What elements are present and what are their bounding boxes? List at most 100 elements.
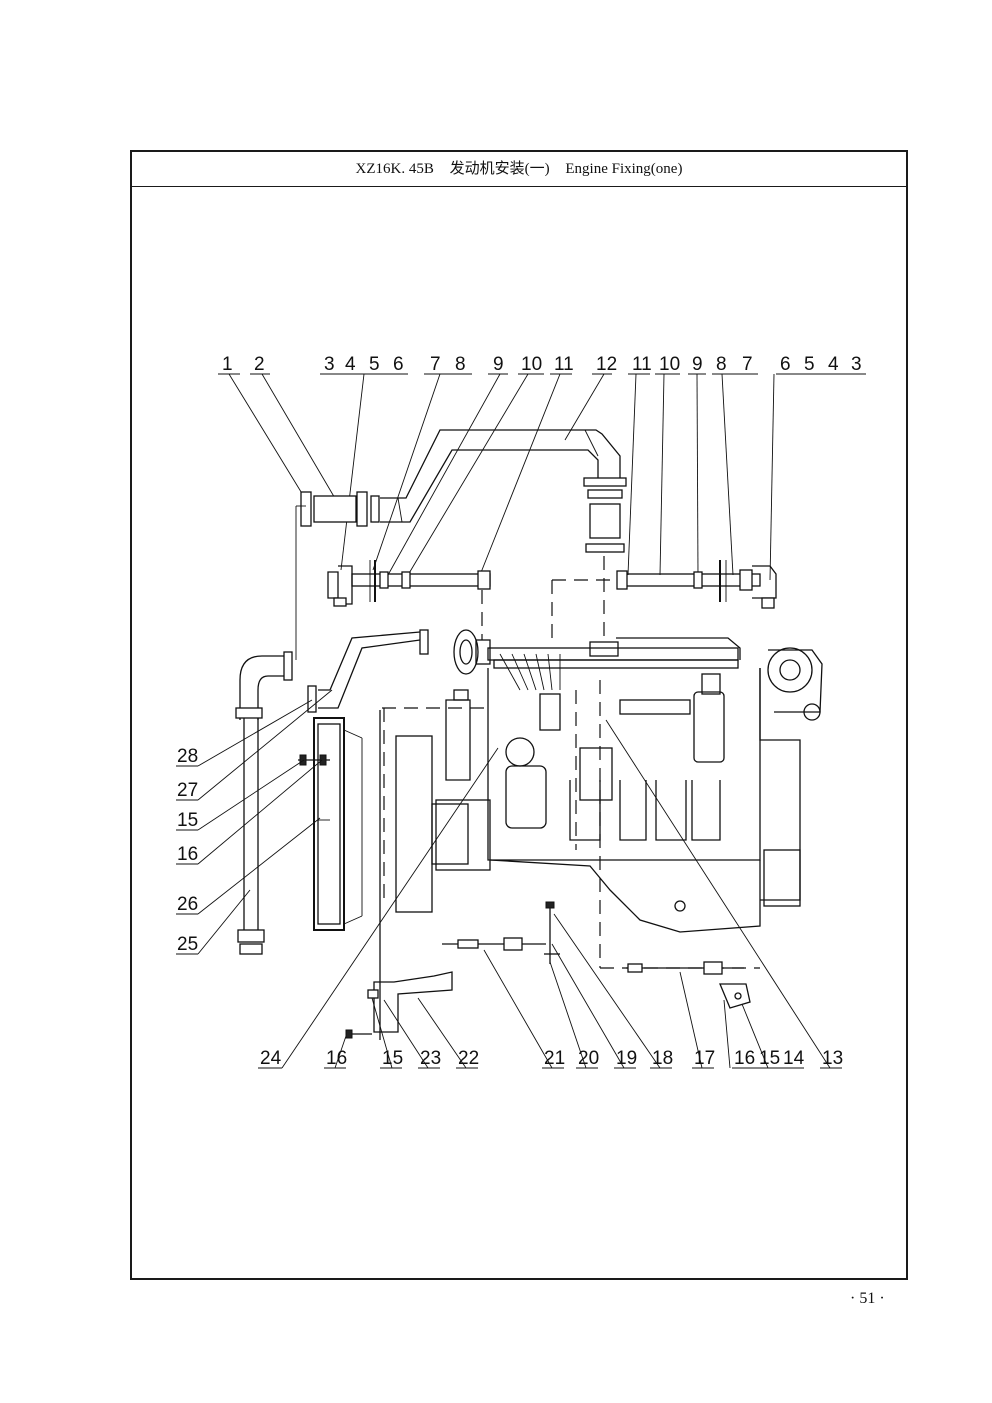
leader-line [741,1003,769,1069]
manifold [619,699,691,715]
leader-line [197,759,305,831]
rocker-cover [493,659,739,669]
coolant-pipe-upper [318,639,421,709]
top-callout-group: 1 2 3 4 5 6 7 8 9 10 11 12 11 10 9 8 7 6… [218,354,866,581]
front-pulley [453,629,479,675]
leader-line [553,913,661,1069]
oil-pipe-left [351,573,491,587]
callout-5: 5 [369,354,380,375]
leader-line [261,373,337,501]
water-pump [445,699,471,781]
drain-plug [674,900,686,912]
pipe-nut [693,571,703,589]
leader-line [197,689,333,801]
fuel-filter [579,747,613,801]
leader-line [723,999,731,1069]
leader-line [769,373,775,581]
callout-23: 23 [420,1048,441,1069]
block-rib [619,780,647,841]
cable-adjuster [503,937,523,951]
leader-line [383,999,429,1069]
callout-16-bottom: 16 [326,1048,347,1069]
pipe-nut [379,571,389,589]
elbow-nut [327,571,339,599]
leader-line [197,759,323,865]
turbocharger [767,647,813,693]
radiator-fan [298,708,469,931]
bolt-head [345,1029,353,1039]
filter-head [701,673,721,695]
callout-16-left: 16 [177,844,198,865]
radiator-core [313,717,345,931]
callout-17: 17 [694,1048,715,1069]
tube-seam [584,429,599,457]
coolant-pipes [235,505,490,955]
cable-end [457,939,479,949]
callout-11-right: 11 [632,354,652,375]
callout-11: 11 [554,354,574,375]
intake-pipe-assembly [300,429,777,640]
air-compressor-head [505,737,535,767]
shroud-edge [343,915,363,925]
clamp [419,629,429,655]
callout-27: 27 [177,780,198,801]
leader-line [197,817,321,915]
fuel-pump [539,693,561,731]
drawing-frame: XZ16K. 45B 发动机安装(一) Engine Fixing(one) [130,150,908,1280]
hose-vertical [589,503,621,539]
rod-end [545,901,555,909]
callout-6: 6 [393,354,404,375]
callout-28: 28 [177,746,198,767]
callout-12: 12 [596,354,617,375]
page-number: · 51 · [850,1290,885,1307]
cable-bracket [719,983,751,1009]
front-pulley-hub [459,639,473,665]
leader-line [696,373,699,576]
callout-9: 9 [493,354,504,375]
block-rib [569,780,601,841]
bolt-head [333,597,347,607]
callout-7-right: 7 [742,354,753,375]
clamp [283,651,293,681]
callout-3-right: 3 [851,354,862,375]
callout-8-right: 8 [716,354,727,375]
cable-end [627,963,643,973]
shroud-edge [343,729,363,739]
leader-line [679,971,703,1069]
leader-line [551,943,625,1069]
nut [319,754,327,766]
leader-line [564,373,605,441]
leader-line [483,949,553,1069]
clamp [235,707,263,719]
bolt-head [761,597,775,609]
leader-line [417,997,467,1069]
injector-line [523,653,537,691]
title-english: Engine Fixing(one) [565,161,683,177]
leader-line [197,699,313,767]
callout-16-right: 16 [734,1048,755,1069]
clamp-lower [585,543,625,553]
radiator-inner [317,723,341,925]
fan-blade [395,735,433,913]
callout-1: 1 [222,354,233,375]
leader-line [605,719,831,1069]
turbo-outlet [803,703,821,721]
callout-3: 3 [324,354,335,375]
oil-pipe-right [619,573,761,587]
hose-end [239,943,263,955]
callout-10-right: 10 [659,354,680,375]
callout-24: 24 [260,1048,282,1069]
callout-10: 10 [521,354,542,375]
leader-line [372,373,441,571]
leader-line [659,373,665,576]
cable-adjuster [703,961,723,975]
tube-seam [397,497,403,523]
callout-9-right: 9 [692,354,703,375]
callout-8: 8 [455,354,466,375]
coolant-pipe-upper [318,631,421,691]
oil-pan [489,859,761,933]
clamp-left [300,491,312,527]
leader-line [387,373,501,576]
clamp-upper [583,477,627,487]
leader-line [340,373,365,571]
